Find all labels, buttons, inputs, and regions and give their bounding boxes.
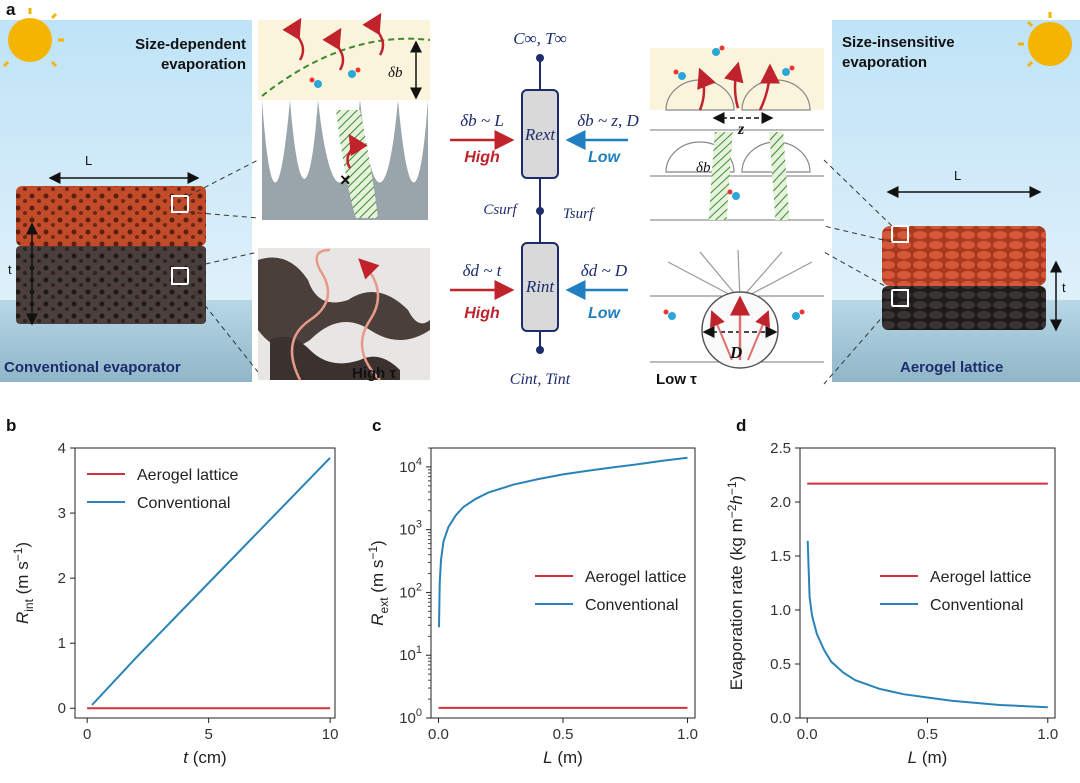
legend-label: Conventional	[137, 495, 230, 512]
y-tick-label: 1.5	[770, 548, 791, 565]
series-line-conventional	[91, 457, 331, 706]
zoom-straight-channel	[650, 248, 824, 388]
x-tick-label: 0.0	[428, 726, 449, 743]
x-axis-label: L (m)	[908, 748, 948, 767]
left-title-line1: Size-dependent	[135, 36, 246, 53]
right-int-relation: δd ~ D	[581, 261, 628, 280]
aerogel-lattice-scene	[823, 12, 1080, 385]
right-int-level: Low	[588, 305, 622, 322]
circuit-surf-t: Tsurf	[563, 206, 595, 222]
left-title-line2: evaporation	[161, 56, 246, 73]
circuit-surf-c: Csurf	[483, 202, 518, 218]
y-axis-label: Rint (m s−1)	[11, 542, 36, 624]
legend-label: Conventional	[585, 597, 678, 614]
right-title-line1: Size-insensitive	[842, 34, 955, 51]
legend-label: Conventional	[930, 597, 1023, 614]
y-tick-label: 104	[399, 456, 422, 476]
zoom-boundary-layer-conventional: ×	[258, 12, 431, 220]
left-caption: Conventional evaporator	[4, 359, 181, 376]
sun-icon	[2, 8, 64, 68]
schematic-panel-a: Size-dependent evaporation L t Conventio…	[0, 8, 1080, 388]
x-tick-label: 0.0	[797, 726, 818, 743]
y-tick-label: 103	[399, 519, 422, 539]
circuit-r-ext: Rext	[524, 125, 556, 144]
y-tick-label: 102	[399, 581, 422, 601]
y-tick-label: 1	[58, 635, 66, 652]
right-caption: Aerogel lattice	[900, 359, 1003, 376]
y-tick-label: 101	[399, 644, 422, 664]
panel-label-b: b	[6, 416, 17, 435]
left-dim-L: L	[85, 153, 92, 168]
y-axis-label: Evaporation rate (kg m−2h−1)	[725, 476, 746, 690]
x-tick-label: 0	[83, 726, 91, 743]
x-tick-label: 0.5	[553, 726, 574, 743]
series-line-conventional	[806, 540, 1048, 709]
y-tick-label: 0.0	[770, 710, 791, 727]
circuit-bottom-node: Cint, Tint	[510, 371, 571, 388]
y-tick-label: 100	[399, 707, 422, 727]
left-dim-t: t	[8, 262, 12, 277]
right-title-line2: evaporation	[842, 54, 927, 71]
right-ext-level: Low	[588, 149, 622, 166]
resistance-circuit	[450, 54, 628, 354]
y-tick-label: 0	[58, 700, 66, 717]
r-ext-resistor	[521, 89, 559, 179]
zoom-D: D	[729, 343, 742, 362]
panel-label-a: a	[6, 0, 16, 19]
panel-label-c: c	[372, 416, 382, 435]
chart-b-rint-vs-t: 0 5 10 0 1 2 3 4 t (cm) Rint (m s−1) Aerogel latti…	[11, 440, 339, 767]
y-axis-label: Rext (m s−1)	[366, 540, 391, 625]
circuit-r-int: Rint	[525, 277, 556, 296]
x-tick-label: 5	[204, 726, 212, 743]
y-tick-label: 2.0	[770, 494, 791, 511]
plot-frame	[74, 447, 336, 719]
right-dim-t: t	[1062, 280, 1066, 295]
zoom-delta-b-left: δb	[388, 65, 403, 81]
conventional-evaporator-scene	[0, 8, 259, 382]
y-tick-label: 2	[58, 570, 66, 587]
left-int-relation: δd ~ t	[463, 261, 503, 280]
panel-label-d: d	[736, 416, 747, 435]
legend-label: Aerogel lattice	[585, 569, 686, 586]
x-axis-label: t (cm)	[183, 748, 226, 767]
y-tick-label: 0.5	[770, 656, 791, 673]
left-int-level: High	[464, 305, 500, 322]
y-tick-label: 1.0	[770, 602, 791, 619]
x-tick-label: 1.0	[677, 726, 698, 743]
series-line-conventional	[438, 456, 688, 628]
zoom-high-tau: High τ	[352, 365, 396, 382]
zoom-tortuous-pores	[258, 248, 430, 381]
right-dim-L: L	[954, 168, 961, 183]
legend-label: Aerogel lattice	[930, 569, 1031, 586]
chart-c-rext-vs-L: 0.0 0.5 1.0 100 101 102 103 104 L (m) Rext (m s−1…	[366, 447, 698, 767]
zoom-z: z	[737, 121, 745, 138]
left-ext-level: High	[464, 149, 500, 166]
zoom-delta-b-right: δb	[696, 160, 711, 176]
chart-d-evaporation-rate-vs-L: 0.0 0.5 1.0 0.0 0.5 1.0 1.5 2.0 2.5 L (m) Evaporat…	[725, 440, 1058, 767]
x-axis-label: L (m)	[543, 748, 583, 767]
legend-label: Aerogel lattice	[137, 467, 238, 484]
sun-icon	[1018, 12, 1072, 68]
zoom-boundary-layer-lattice	[650, 45, 824, 224]
x-tick-label: 0.5	[917, 726, 938, 743]
svg-text:×: ×	[340, 170, 351, 190]
zoom-low-tau: Low τ	[656, 371, 697, 388]
y-tick-label: 4	[58, 440, 66, 457]
right-ext-relation: δb ~ z, D	[577, 111, 639, 130]
y-tick-label: 3	[58, 505, 66, 522]
circuit-top-node: C∞, T∞	[513, 29, 567, 48]
x-tick-label: 10	[322, 726, 339, 743]
r-int-resistor	[521, 242, 559, 332]
x-tick-label: 1.0	[1037, 726, 1058, 743]
left-ext-relation: δb ~ L	[460, 111, 504, 130]
y-tick-label: 2.5	[770, 440, 791, 457]
